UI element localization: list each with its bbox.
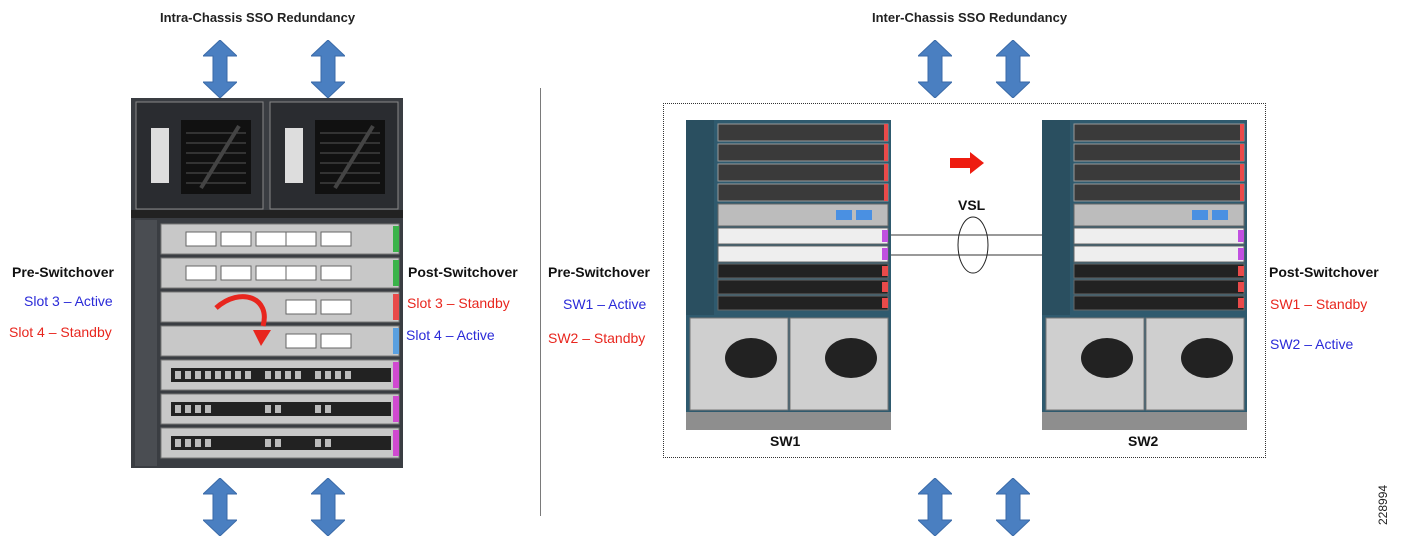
intra-pre-slot4-status: Slot 4 – Standby <box>9 324 112 340</box>
bidirectional-arrow-icon <box>918 478 952 536</box>
bidirectional-arrow-icon <box>203 40 237 98</box>
sw1-chassis-image <box>686 120 891 430</box>
section-divider <box>540 88 541 516</box>
figure-id-text: 228994 <box>1376 485 1390 525</box>
intra-pre-switchover-heading: Pre-Switchover <box>12 264 114 280</box>
intra-pre-slot3-status: Slot 3 – Active <box>24 293 113 309</box>
sw2-label: SW2 <box>1128 433 1159 449</box>
bidirectional-arrow-icon <box>918 40 952 98</box>
bidirectional-arrow-icon <box>203 478 237 536</box>
figure-id: 228994 <box>1376 485 1390 525</box>
inter-pre-sw2-status: SW2 – Standby <box>548 330 646 346</box>
inter-post-switchover-heading: Post-Switchover <box>1269 264 1379 280</box>
switchover-direction-arrow-icon <box>950 152 984 174</box>
bidirectional-arrow-icon <box>996 40 1030 98</box>
intra-post-slot3-status: Slot 3 – Standby <box>407 295 510 311</box>
inter-pre-sw1-status: SW1 – Active <box>563 296 647 312</box>
modular-chassis-image <box>131 98 403 468</box>
bidirectional-arrow-icon <box>311 478 345 536</box>
intra-post-switchover-heading: Post-Switchover <box>408 264 518 280</box>
intra-post-slot4-status: Slot 4 – Active <box>406 327 495 343</box>
virtual-switch-boundary <box>663 103 1266 458</box>
bidirectional-arrow-icon <box>311 40 345 98</box>
inter-post-sw1-status: SW1 – Standby <box>1270 296 1368 312</box>
vsl-label: VSL <box>958 197 986 213</box>
sw2-chassis-image <box>1042 120 1247 430</box>
vsl-link <box>891 216 1042 274</box>
inter-chassis-title: Inter-Chassis SSO Redundancy <box>872 10 1068 25</box>
inter-post-sw2-status: SW2 – Active <box>1270 336 1354 352</box>
bidirectional-arrow-icon <box>996 478 1030 536</box>
intra-chassis-title: Intra-Chassis SSO Redundancy <box>160 10 356 25</box>
inter-pre-switchover-heading: Pre-Switchover <box>548 264 650 280</box>
sw1-label: SW1 <box>770 433 801 449</box>
